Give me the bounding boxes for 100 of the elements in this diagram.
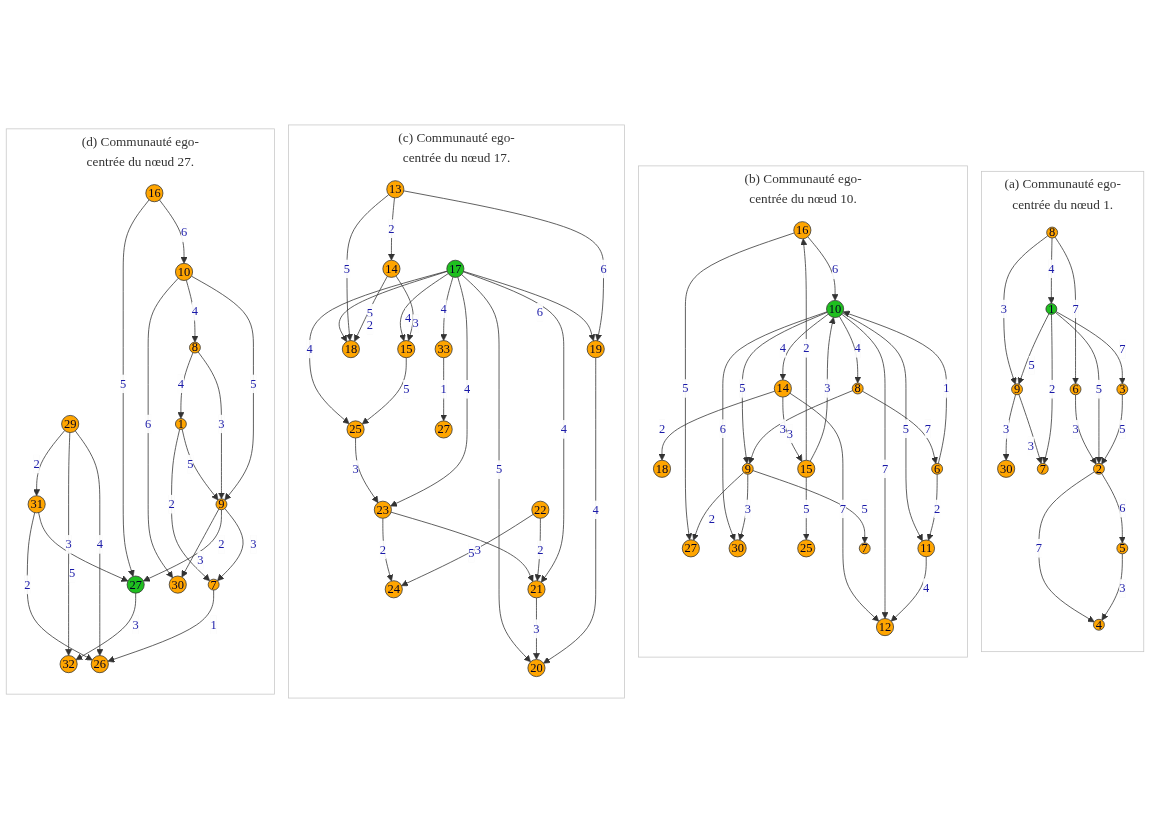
node-circle: 27 <box>681 539 700 558</box>
edge-label: 2 <box>658 421 666 435</box>
edge-label: 6 <box>536 305 544 319</box>
node-circle: 8 <box>189 341 201 354</box>
node-circle: 15 <box>797 459 816 478</box>
edge-label: 4 <box>463 382 471 396</box>
node-circle: 27 <box>126 575 145 594</box>
edge-label: 5 <box>1119 422 1126 436</box>
node-circle: 30 <box>168 575 187 594</box>
node-circle: 26 <box>90 655 109 674</box>
edge-label: 5 <box>803 501 810 516</box>
edge-label: 3 <box>1027 438 1034 453</box>
edge-label: 6 <box>145 416 152 431</box>
edge-label: 4 <box>923 580 930 594</box>
edge-label: 7 <box>1119 342 1126 356</box>
node-circle: 16 <box>145 184 164 203</box>
edge-label: 3 <box>824 381 831 395</box>
node-circle: 19 <box>586 340 605 359</box>
node-circle: 11 <box>917 539 935 558</box>
edge-label: 3 <box>250 537 257 551</box>
edge-label: 3 <box>786 426 793 441</box>
node-circle: 1 <box>175 418 187 430</box>
edge-label: 6 <box>1119 501 1126 515</box>
edge-label: 4 <box>592 502 599 516</box>
edge-label: 4 <box>854 341 861 355</box>
edge-label: 3 <box>779 421 786 435</box>
edge-label: 5 <box>1095 382 1103 396</box>
edge-label: 4 <box>779 341 786 355</box>
node-circle: 25 <box>797 539 816 558</box>
edge-label: 3 <box>1003 422 1010 436</box>
node-circle: 13 <box>386 180 405 199</box>
node-circle: 30 <box>728 539 747 558</box>
node-circle: 12 <box>876 618 894 637</box>
edge-label: 3 <box>132 617 139 631</box>
node-circle: 6 <box>931 462 943 475</box>
edge-label: 3 <box>1119 581 1126 595</box>
edge-label: 6 <box>180 225 188 239</box>
node-circle: 31 <box>27 495 46 514</box>
edge-label: 3 <box>218 416 225 431</box>
edge-label: 4 <box>96 537 103 551</box>
edge-label: 6 <box>831 262 839 276</box>
node-circle: 4 <box>1093 618 1105 631</box>
node-circle: 14 <box>773 379 792 398</box>
edge-label: 5 <box>495 462 503 476</box>
node-circle: 25 <box>346 420 365 439</box>
edge-label: 2 <box>708 512 715 526</box>
edge-label: 2 <box>803 341 810 355</box>
node-circle: 21 <box>527 580 546 599</box>
edge-label: 3 <box>1000 301 1007 316</box>
edge-label: 3 <box>1072 422 1079 436</box>
edge-label: 5 <box>120 376 127 391</box>
edge-label: 4 <box>306 342 313 356</box>
node-circle: 1 <box>1045 303 1058 315</box>
edge-label: 5 <box>468 546 475 560</box>
node-circle: 30 <box>997 459 1016 478</box>
edge-label: 5 <box>187 457 194 471</box>
edge-label: 3 <box>197 553 204 567</box>
edge-label: 5 <box>250 376 257 391</box>
node-circle: 18 <box>653 459 671 478</box>
node-circle: 27 <box>434 420 453 439</box>
node-circle: 15 <box>397 340 416 359</box>
edge-label: 2 <box>168 497 175 511</box>
node-circle: 17 <box>446 259 465 278</box>
node-circle: 14 <box>382 259 401 278</box>
node-circle: 29 <box>61 415 80 433</box>
edge-label: 2 <box>379 542 386 557</box>
node-circle: 2 <box>1093 462 1105 475</box>
node-circle: 7 <box>858 542 871 555</box>
node-circle: 33 <box>434 340 453 359</box>
edge-label: 7 <box>1072 301 1079 316</box>
node-circle: 16 <box>793 221 812 240</box>
node-circle: 9 <box>741 462 754 475</box>
edge-label: 1 <box>440 382 447 396</box>
edge-label: 6 <box>600 261 607 276</box>
node-circle: 9 <box>215 498 228 511</box>
edge-label: 3 <box>412 316 419 330</box>
edge-label: 2 <box>218 537 225 551</box>
edge-label: 7 <box>839 501 847 516</box>
edge-label: 5 <box>739 381 746 395</box>
edge-label: 3 <box>65 537 72 551</box>
edge-label: 3 <box>474 542 482 557</box>
edge-label: 2 <box>33 457 40 471</box>
edge-label: 2 <box>1049 382 1056 396</box>
edge-label: 2 <box>934 501 941 516</box>
edge-label: 7 <box>924 421 931 435</box>
node-circle: 9 <box>1011 383 1023 396</box>
edge-label: 5 <box>861 501 868 516</box>
edge-label: 5 <box>403 382 410 396</box>
edge-label: 5 <box>343 261 351 276</box>
node-circle: 22 <box>531 500 550 519</box>
node-circle: 7 <box>1036 462 1049 475</box>
edge-label: 2 <box>388 221 395 235</box>
node-circle: 32 <box>59 655 78 674</box>
edge-label: 4 <box>1048 261 1055 276</box>
edge-label: 2 <box>537 542 544 557</box>
edge-label: 6 <box>719 421 726 435</box>
node-circle: 8 <box>1046 226 1058 239</box>
node-circle: 6 <box>1069 383 1082 396</box>
edge-label: 3 <box>352 462 359 476</box>
edge-label: 5 <box>366 305 373 320</box>
